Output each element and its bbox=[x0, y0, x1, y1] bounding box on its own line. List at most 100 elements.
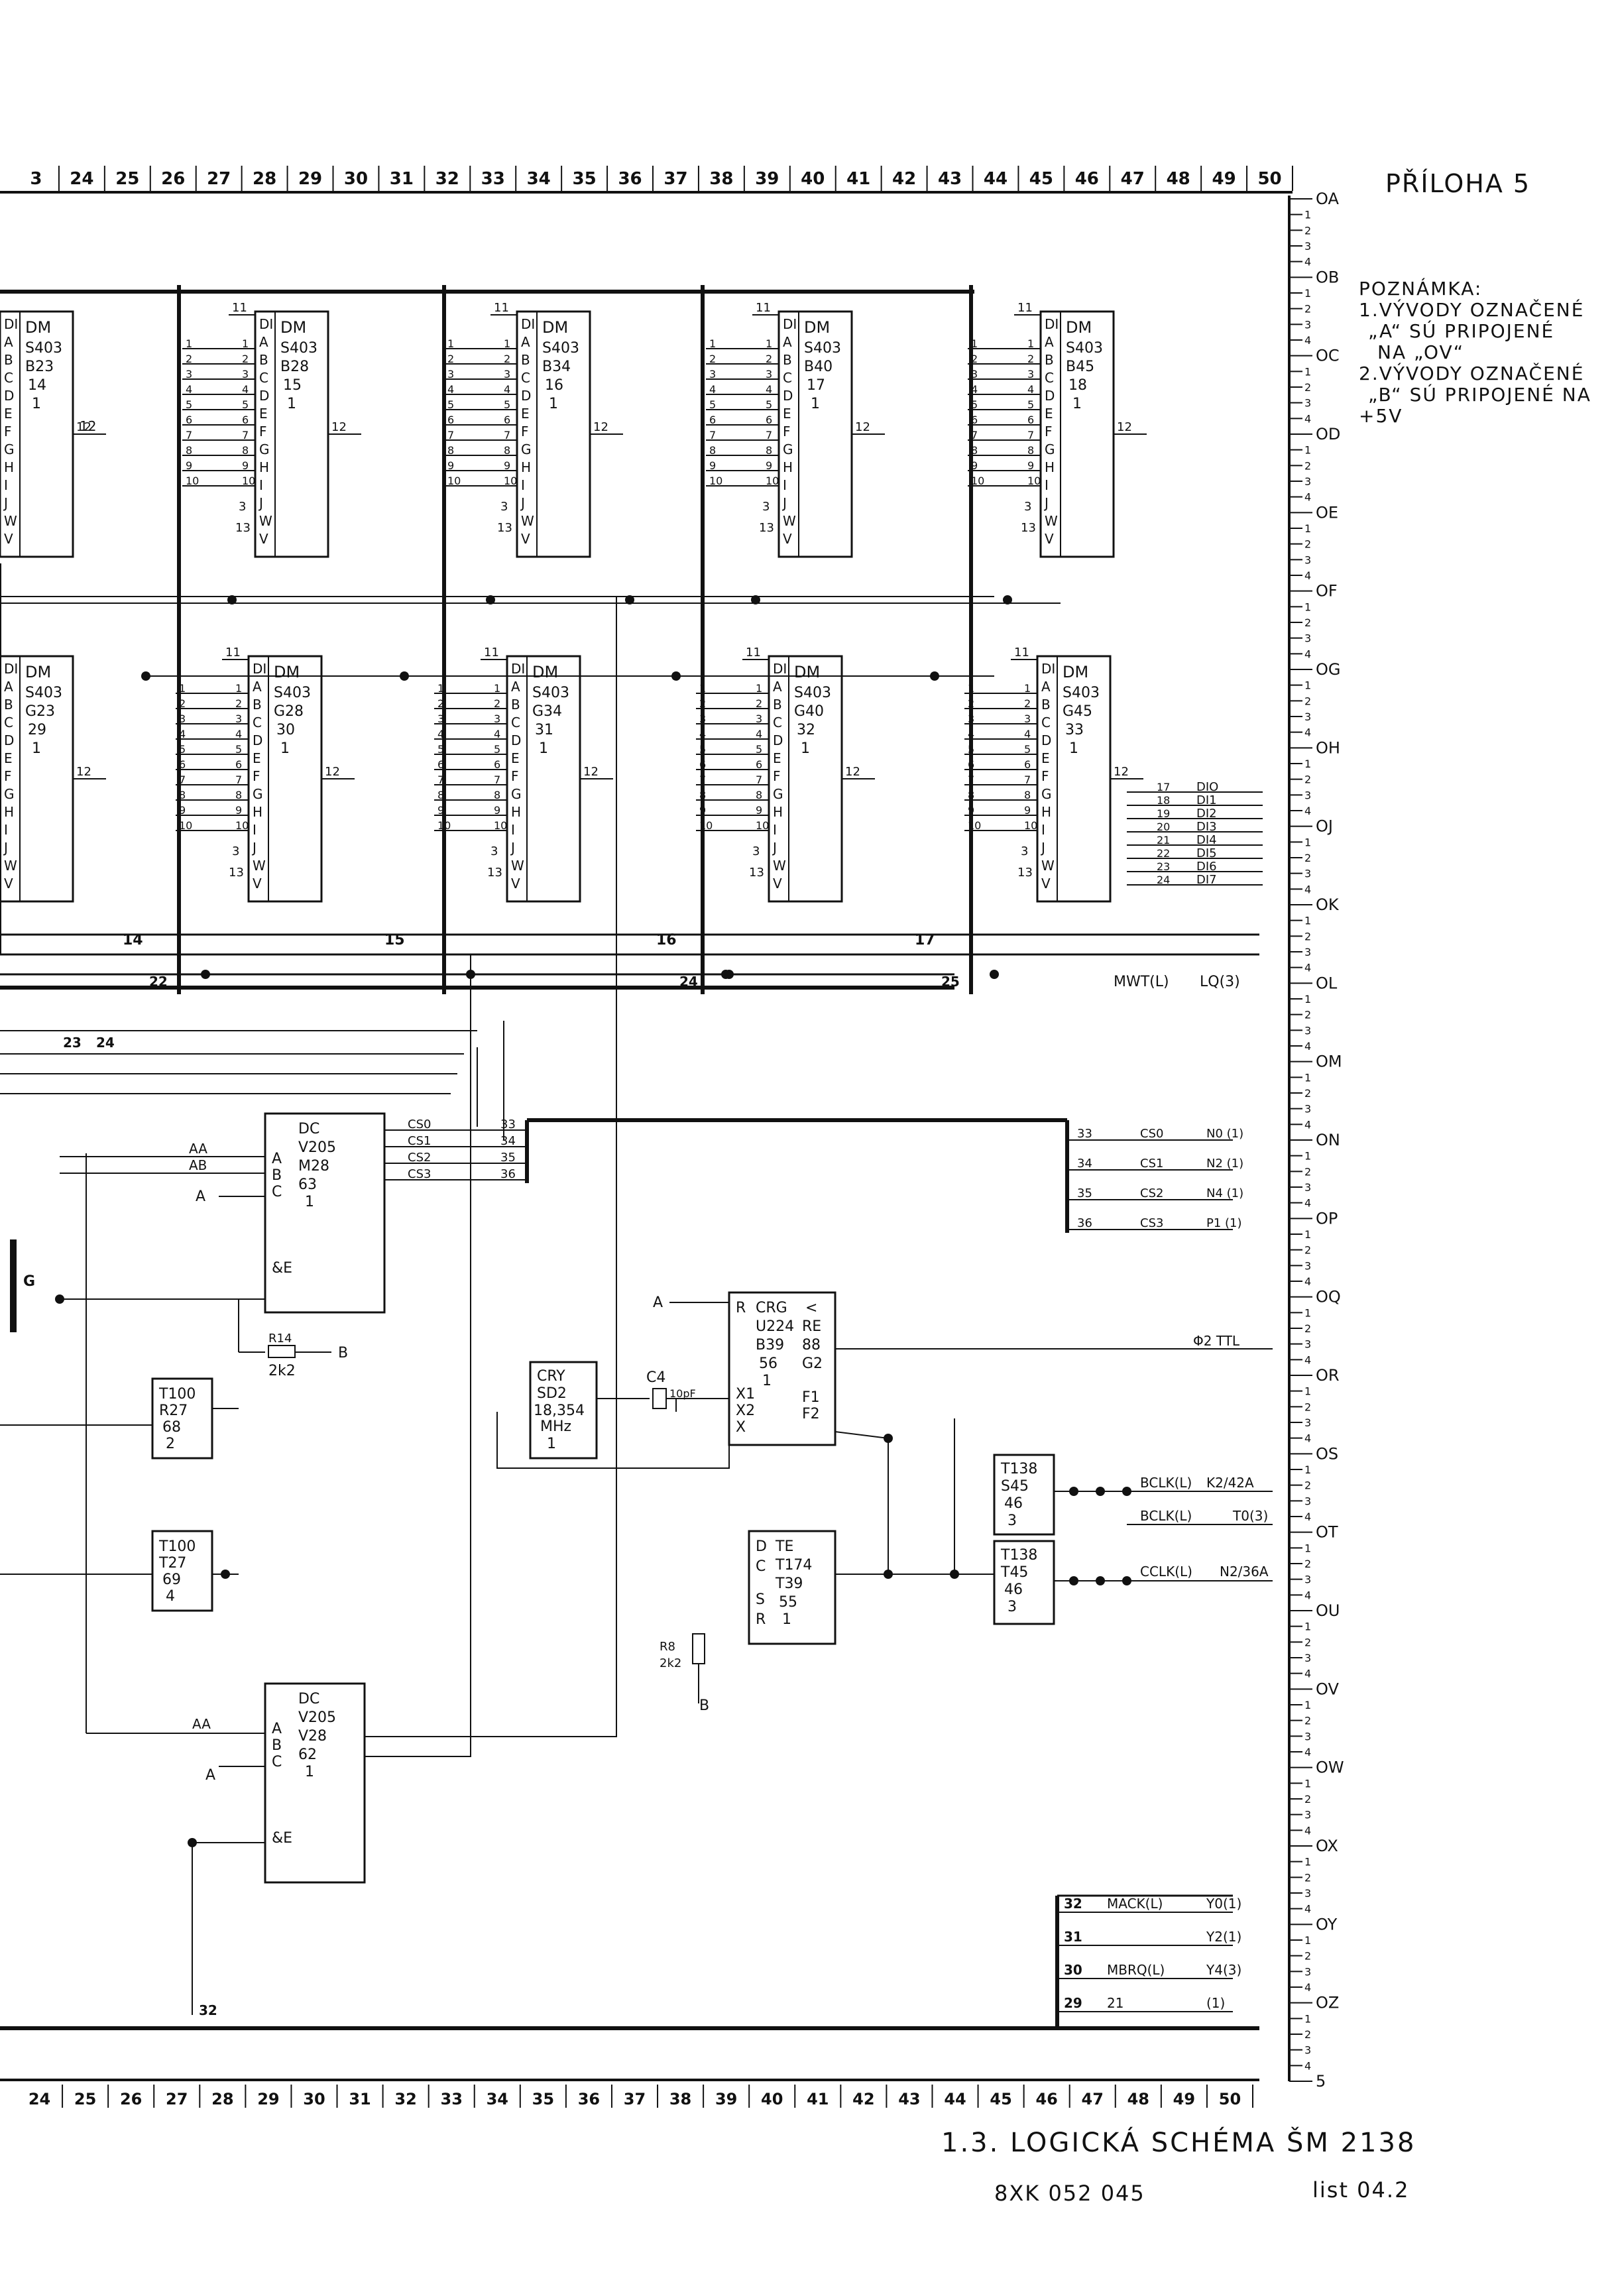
ruler-col-label: 43 bbox=[898, 2090, 920, 2108]
ruler-sub-label: 1 bbox=[1304, 1621, 1311, 1633]
signal-aa: AA bbox=[189, 1141, 207, 1157]
ruler-col-label: 42 bbox=[852, 2090, 874, 2108]
ruler-sub-label: 2 bbox=[1304, 1401, 1311, 1413]
ruler-sub-label: 2 bbox=[1304, 852, 1311, 864]
ruler-col-label: 46 bbox=[1075, 169, 1099, 189]
chip-pin-number: 1 bbox=[971, 337, 978, 350]
chip-pin-name: I bbox=[773, 822, 777, 838]
note-line: NA „OV“ bbox=[1377, 341, 1465, 363]
chip-pin-name: D bbox=[253, 732, 262, 748]
ruler-col-label: 40 bbox=[801, 169, 825, 189]
chip-pin-name: V bbox=[253, 876, 262, 891]
chip-pin-number: 2 bbox=[1027, 353, 1034, 365]
junction-dot bbox=[1096, 1576, 1105, 1585]
chip-pin-name: V bbox=[1045, 531, 1054, 547]
chip-pin-name: E bbox=[1045, 406, 1053, 422]
ruler-col-label: 29 bbox=[298, 169, 322, 189]
ruler-col-label: 44 bbox=[944, 2090, 966, 2108]
ruler-col-label: 32 bbox=[394, 2090, 416, 2108]
ruler-sub-label: 1 bbox=[1304, 601, 1311, 613]
chip-sub: 1 bbox=[801, 740, 810, 757]
ruler-col-label: 49 bbox=[1173, 2090, 1195, 2108]
chip-pin-number: 2 bbox=[699, 697, 706, 710]
ruler-sub-label: 3 bbox=[1304, 1574, 1311, 1586]
chip-pin-name: F bbox=[511, 768, 519, 784]
chip-text: C bbox=[756, 1558, 766, 1575]
ruler-col-label: 45 bbox=[1029, 169, 1053, 189]
chip-pin-name: I bbox=[1041, 822, 1045, 838]
chip-pin-name: A bbox=[521, 334, 530, 350]
chip-pin-number: 4 bbox=[699, 728, 706, 740]
note-line: „A“ SÚ PRIPOJENÉ bbox=[1368, 320, 1555, 342]
chip-pin-number: 6 bbox=[699, 758, 706, 771]
chip-pin-number: 8 bbox=[242, 444, 249, 457]
ruler-col-label: 46 bbox=[1035, 2090, 1057, 2108]
cs-pin: 35 bbox=[500, 1151, 516, 1165]
bus-pin-label: 22 bbox=[149, 974, 168, 990]
control-pin: 32 bbox=[1064, 1896, 1082, 1912]
cs-label: CS3 bbox=[1140, 1216, 1163, 1230]
ruler-sub-label: 1 bbox=[1304, 1464, 1311, 1476]
chip-body bbox=[748, 1530, 836, 1645]
capacitor-c4 bbox=[652, 1388, 667, 1409]
ruler-sub-label: 1 bbox=[1304, 1542, 1311, 1554]
chip-pin-name: I bbox=[4, 822, 8, 838]
chip-text: M28 bbox=[298, 1158, 329, 1175]
data-pin: 23 bbox=[1157, 860, 1170, 873]
cs-label: CS0 bbox=[1140, 1127, 1163, 1141]
chip-pin-number: 4 bbox=[186, 383, 192, 396]
ruler-sub-label: 3 bbox=[1304, 1652, 1311, 1664]
data-pin: 18 bbox=[1157, 794, 1170, 807]
junction-dot bbox=[930, 671, 939, 681]
chip-pin-number: 13 bbox=[1017, 866, 1033, 880]
chip-pin-number: 3 bbox=[1024, 500, 1031, 514]
chip-pin-number: 1 bbox=[437, 682, 444, 695]
cs-label: CS2 bbox=[408, 1151, 431, 1165]
chip-label: DM bbox=[274, 663, 300, 681]
chip-pin-number: 5 bbox=[971, 398, 978, 411]
chip-pin-name: H bbox=[1045, 459, 1055, 475]
chip-label: DM bbox=[1066, 318, 1092, 337]
ruler-sub-label: 2 bbox=[1304, 2028, 1311, 2041]
chip-pin-number: 5 bbox=[766, 398, 772, 411]
chip-pin-name: B bbox=[511, 697, 520, 713]
control-destination: Y2(1) bbox=[1206, 1929, 1241, 1945]
chip-pin-name: D bbox=[521, 388, 531, 404]
chip-pin-name: V bbox=[1041, 876, 1051, 891]
note-line: 2.VÝVODY OZNAČENÉ bbox=[1359, 363, 1585, 384]
chip-text: C bbox=[272, 1754, 282, 1770]
chip-pin-name: G bbox=[521, 441, 532, 457]
ruler-sub-label: 4 bbox=[1304, 2059, 1311, 2072]
chip-body bbox=[151, 1377, 213, 1460]
signal-b: B bbox=[699, 1697, 709, 1714]
chip-position: B28 bbox=[280, 359, 309, 375]
chip-pin-number: 6 bbox=[756, 758, 762, 771]
ruler-col-label: 36 bbox=[618, 169, 642, 189]
chip-pin-number: 3 bbox=[752, 844, 760, 858]
chip-text: V205 bbox=[298, 1139, 336, 1156]
chip-text: 3 bbox=[1008, 1599, 1017, 1615]
chip-pin-number: 2 bbox=[971, 353, 978, 365]
junction-dot bbox=[400, 671, 409, 681]
chip-pin-number: 4 bbox=[437, 728, 444, 740]
ruler-sub-label: 1 bbox=[1304, 1150, 1311, 1163]
chip-text: RE bbox=[802, 1318, 821, 1335]
ruler-sub-label: 3 bbox=[1304, 1809, 1311, 1821]
chip-pin-number: 8 bbox=[235, 789, 242, 801]
ruler-sub-label: 4 bbox=[1304, 1275, 1311, 1288]
ruler-sub-label: 3 bbox=[1304, 397, 1311, 410]
chip-text: 46 bbox=[1004, 1581, 1023, 1598]
chip-pin-name: D bbox=[1045, 388, 1055, 404]
chip-number: 32 bbox=[797, 722, 815, 738]
chip-text: < bbox=[805, 1300, 817, 1316]
chip-pin-name: E bbox=[1041, 750, 1050, 766]
chip-pin-name: C bbox=[259, 370, 268, 386]
cs-pin: 34 bbox=[1077, 1157, 1092, 1171]
chip-pin-number: 9 bbox=[971, 459, 978, 472]
chip-pin-name: D bbox=[1041, 732, 1051, 748]
chip-text: B bbox=[272, 1167, 282, 1184]
chip-pin-name: F bbox=[521, 424, 529, 439]
ruler-col-label: 24 bbox=[29, 2090, 50, 2108]
